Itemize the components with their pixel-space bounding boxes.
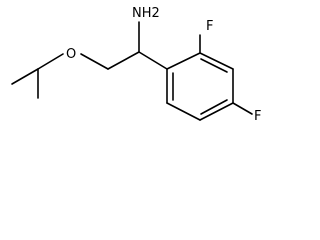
fluorine-ortho-label: F (206, 19, 213, 34)
ring-bond-1 (166, 52, 201, 70)
bond-ch2-to-ch (107, 51, 140, 70)
fluorine-para-label: F (254, 109, 261, 124)
amine-label: NH2 (132, 6, 160, 21)
bond-ch-to-ring (138, 51, 168, 70)
ring-bond-2 (199, 52, 234, 70)
ring-bond-5 (166, 102, 201, 121)
bond-ch-to-oxygen (37, 53, 64, 70)
ether-oxygen-label: O (66, 47, 76, 62)
ring-double-bond-1 (200, 58, 228, 73)
bond-ring-to-fluorine-para (232, 102, 253, 115)
bond-oxygen-to-ch2 (80, 53, 109, 70)
ring-double-bond-2 (200, 99, 228, 115)
molecule-structure: NH2 O F F (11, 6, 261, 124)
bond-methyl-left (11, 68, 39, 85)
ring-bond-4 (199, 102, 234, 121)
structure-canvas: NH2 O F F (11, 6, 261, 124)
